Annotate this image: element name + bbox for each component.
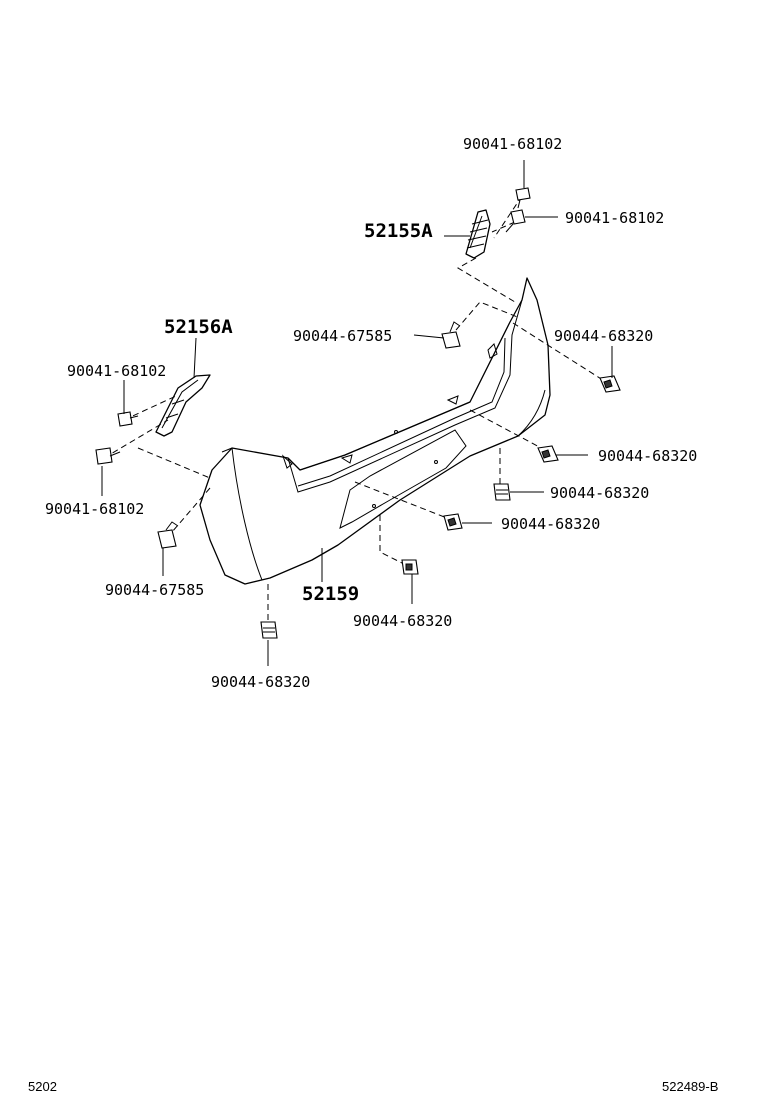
assembly-lines <box>103 195 607 624</box>
clip-icon <box>537 445 559 463</box>
label-screw-left-2: 90041-68102 <box>45 500 144 518</box>
bumper-cover-drawing <box>199 277 551 585</box>
label-screw-left-1: 90041-68102 <box>67 362 166 380</box>
label-clip-upper-mid: 90044-67585 <box>293 327 392 345</box>
clip-icon <box>443 513 463 531</box>
screw-icon <box>515 187 531 209</box>
clip-icon <box>441 321 461 349</box>
label-retainer-right: 52155A <box>364 220 433 242</box>
clip-icon <box>260 621 278 639</box>
leader-lines <box>101 160 613 666</box>
label-clip-right-2: 90044-68320 <box>598 447 697 465</box>
fasteners-drawing <box>95 187 621 639</box>
retainer-right-drawing <box>465 209 491 259</box>
screw-icon <box>505 209 526 233</box>
label-screw-top-1: 90041-68102 <box>463 135 562 153</box>
label-clip-right-1: 90044-68320 <box>554 327 653 345</box>
screw-icon <box>117 411 139 427</box>
clip-icon <box>599 375 621 393</box>
footer-page-ref: 5202 <box>28 1079 57 1094</box>
clip-icon <box>493 483 511 501</box>
retainer-left-drawing <box>155 374 211 437</box>
label-screw-top-2: 90041-68102 <box>565 209 664 227</box>
label-clip-bottom: 90044-68320 <box>211 673 310 691</box>
clip-icon <box>401 559 419 575</box>
label-retainer-left: 52156A <box>164 316 233 338</box>
label-clip-center: 90044-68320 <box>501 515 600 533</box>
label-clip-lower-left: 90044-67585 <box>105 581 204 599</box>
footer-drawing-id: 522489-B <box>662 1079 718 1094</box>
label-bumper-cover: 52159 <box>302 583 359 605</box>
part-labels: 90041-68102 90041-68102 52155A 52156A 90… <box>45 135 697 691</box>
label-clip-lower-mid: 90044-68320 <box>353 612 452 630</box>
screw-icon <box>95 447 121 465</box>
label-clip-right-3: 90044-68320 <box>550 484 649 502</box>
clip-icon <box>157 521 179 549</box>
